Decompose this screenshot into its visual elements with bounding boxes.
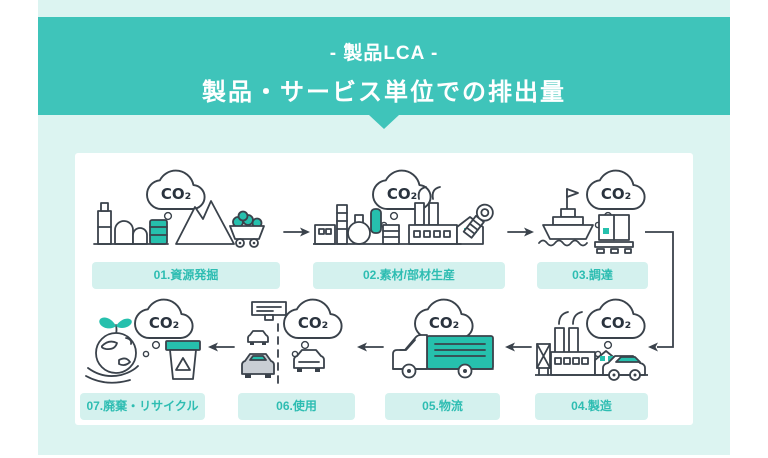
step-06: 06.使用 — [238, 296, 355, 420]
step-label: 04.製造 — [535, 393, 648, 420]
usage-cars-icon — [238, 296, 355, 388]
co2-cloud-icon — [283, 298, 343, 358]
manufacturing-factory-icon — [535, 296, 648, 388]
lifecycle-flow-card: 01.資源発掘 — [75, 153, 693, 425]
step-01: 01.資源発掘 — [92, 165, 280, 289]
step-label: 07.廃棄・リサイクル — [80, 393, 205, 420]
step-label: 01.資源発掘 — [92, 262, 280, 289]
co2-cloud-icon — [586, 298, 646, 358]
flow-arrow-left-icon — [207, 339, 235, 355]
flow-connector-line — [645, 224, 679, 356]
step-label: 06.使用 — [238, 393, 355, 420]
flow-arrow-left-icon — [504, 339, 532, 355]
disposal-recycle-icon — [80, 296, 205, 388]
step-02: 02.素材/部材生産 — [313, 165, 505, 289]
banner-subtitle: 製品・サービス単位での排出量 — [202, 79, 566, 106]
step-label: 03.調達 — [537, 262, 648, 289]
flow-arrow-right-icon — [283, 224, 311, 240]
step-03: 03.調達 — [537, 165, 648, 289]
resource-extraction-icon — [92, 165, 280, 257]
material-production-icon — [313, 165, 505, 257]
step-label: 05.物流 — [385, 393, 500, 420]
banner-pointer-triangle — [369, 115, 399, 129]
step-04: 04.製造 — [535, 296, 648, 420]
banner-title: - 製品LCA - — [329, 43, 439, 64]
step-label: 02.素材/部材生産 — [313, 262, 505, 289]
lca-panel: - 製品LCA - 製品・サービス単位での排出量 — [38, 0, 730, 455]
header-banner: - 製品LCA - 製品・サービス単位での排出量 — [38, 17, 730, 115]
flow-arrow-left-icon — [356, 339, 384, 355]
procurement-ship-icon — [537, 165, 648, 257]
flow-arrow-right-icon — [507, 224, 535, 240]
logistics-truck-icon — [385, 296, 500, 388]
step-07: 07.廃棄・リサイクル — [80, 296, 205, 420]
step-05: 05.物流 — [385, 296, 500, 420]
